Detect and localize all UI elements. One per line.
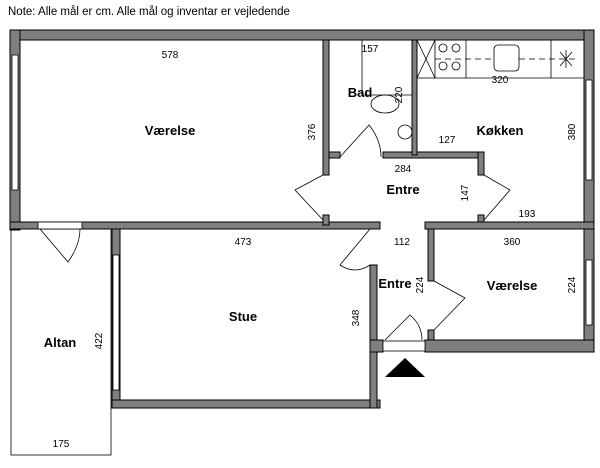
dim-entre2-width: 112 — [394, 237, 410, 248]
dim-vaerelse-width: 578 — [162, 50, 179, 61]
dim-koekken-inner: 127 — [439, 135, 456, 146]
dim-altan-width: 175 — [53, 439, 70, 450]
dim-vaerelse2-depth: 224 — [567, 276, 578, 293]
windows — [11, 54, 593, 391]
dim-bad-depth: 220 — [394, 86, 405, 103]
dim-entre2-depth: 224 — [415, 276, 426, 293]
dim-stue-depth: 348 — [351, 309, 362, 326]
fixtures — [361, 39, 584, 140]
room-label-vaerelse: Værelse — [145, 123, 196, 138]
room-label-entre: Entre — [386, 182, 419, 197]
room-label-entre-2: Entre — [378, 276, 411, 291]
kitchen-sink-icon — [493, 44, 520, 72]
dim-vaerelse2-width: 360 — [504, 237, 521, 248]
room-label-altan: Altan — [44, 335, 77, 350]
sink-icon — [397, 124, 413, 140]
dim-altan-depth: 422 — [94, 332, 105, 349]
toilet-icon — [370, 94, 400, 114]
dim-entre-width: 284 — [395, 164, 412, 175]
room-label-bad: Bad — [348, 85, 373, 100]
room-label-vaerelse-2: Værelse — [487, 278, 538, 293]
dim-koekken-width: 320 — [492, 75, 509, 86]
dim-stue-width: 473 — [235, 237, 252, 248]
dim-entre-extra: 193 — [519, 209, 536, 220]
dim-bad-width: 157 — [362, 44, 379, 55]
room-label-koekken: Køkken — [477, 123, 524, 138]
walls — [9, 29, 595, 409]
dim-entre-depth: 147 — [460, 184, 471, 201]
dim-koekken-depth: 380 — [567, 123, 578, 140]
doors — [39, 124, 511, 377]
dim-vaerelse-depth: 376 — [307, 123, 318, 140]
entrance-arrow-icon — [385, 358, 425, 377]
room-label-stue: Stue — [229, 309, 257, 324]
note-text: Note: Alle mål er cm. Alle mål og invent… — [8, 6, 290, 18]
